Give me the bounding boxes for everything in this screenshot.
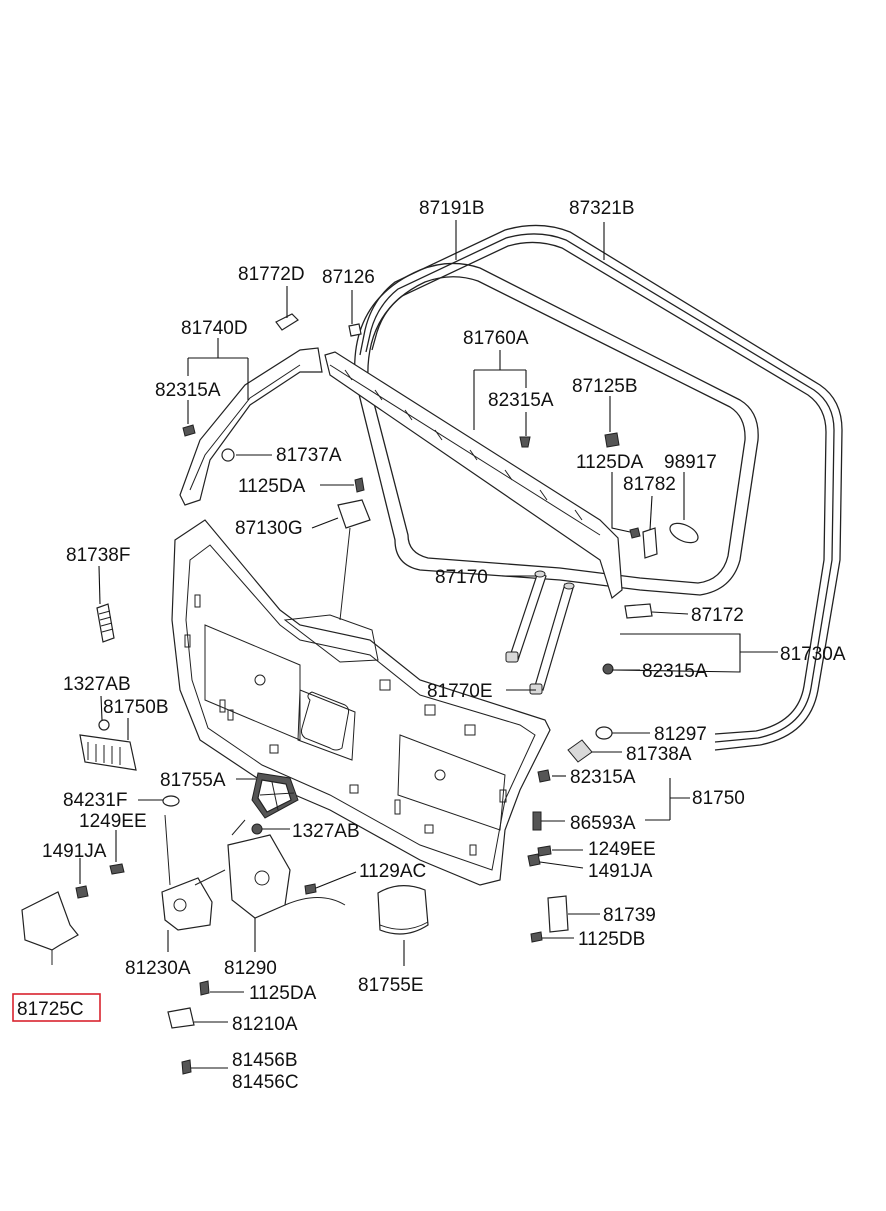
label-81737A[interactable]: 81737A — [276, 445, 342, 466]
weatherstrip-87321B — [359, 224, 843, 751]
label-84231F[interactable]: 84231F — [63, 790, 127, 811]
label-1491JA-left[interactable]: 1491JA — [42, 841, 107, 862]
label-1125DA-right[interactable]: 1125DA — [576, 452, 644, 473]
label-81750[interactable]: 81750 — [692, 788, 745, 809]
label-1327AB-left[interactable]: 1327AB — [63, 674, 131, 695]
label-82315A-left[interactable]: 82315A — [155, 380, 221, 401]
highlight-box-81725C — [12, 993, 101, 1022]
label-86593A[interactable]: 86593A — [570, 813, 636, 834]
gas-lifters-87170 — [505, 570, 575, 695]
label-1129AC[interactable]: 1129AC — [359, 861, 426, 882]
label-87125B[interactable]: 87125B — [572, 376, 638, 397]
hardware-parts — [21, 313, 699, 1075]
label-1491JA-right[interactable]: 1491JA — [588, 861, 653, 882]
label-1327AB-lock[interactable]: 1327AB — [292, 821, 360, 842]
label-81772D[interactable]: 81772D — [238, 264, 305, 285]
upper-garnish-81760A — [324, 351, 623, 600]
label-1125DA-lower[interactable]: 1125DA — [249, 983, 317, 1004]
label-82315A-right[interactable]: 82315A — [642, 661, 708, 682]
label-81738A[interactable]: 81738A — [626, 744, 692, 765]
label-81739[interactable]: 81739 — [603, 905, 656, 926]
leader-lines — [79, 220, 778, 1069]
label-81456C[interactable]: 81456C — [232, 1072, 299, 1093]
label-87321B[interactable]: 87321B — [569, 198, 635, 219]
glass-seal-87191B — [354, 262, 759, 596]
label-81770E[interactable]: 81770E — [427, 681, 493, 702]
label-81230A[interactable]: 81230A — [125, 958, 191, 979]
label-81760A[interactable]: 81760A — [463, 328, 529, 349]
label-87170[interactable]: 87170 — [435, 567, 488, 588]
label-82315A-center[interactable]: 82315A — [488, 390, 554, 411]
label-81738F[interactable]: 81738F — [66, 545, 130, 566]
label-1249EE-right[interactable]: 1249EE — [588, 839, 656, 860]
part-labels: 87191B 87321B 81772D 87126 81740D 81760A… — [12, 198, 846, 1093]
label-1125DA-top[interactable]: 1125DA — [238, 476, 306, 497]
label-81782[interactable]: 81782 — [623, 474, 676, 495]
side-garnish-81740D — [179, 347, 323, 506]
label-87130G[interactable]: 87130G — [235, 518, 303, 539]
label-81456B[interactable]: 81456B — [232, 1050, 298, 1071]
label-81725C[interactable]: 81725C — [17, 999, 84, 1020]
inner-trim-panel-81750 — [171, 519, 551, 886]
label-81210A[interactable]: 81210A — [232, 1014, 298, 1035]
label-1125DB[interactable]: 1125DB — [578, 929, 645, 950]
label-81740D[interactable]: 81740D — [181, 318, 248, 339]
label-81297[interactable]: 81297 — [654, 724, 707, 745]
label-81750B[interactable]: 81750B — [103, 697, 169, 718]
label-81730A[interactable]: 81730A — [780, 644, 846, 665]
label-87191B[interactable]: 87191B — [419, 198, 485, 219]
label-81755E[interactable]: 81755E — [358, 975, 424, 996]
label-87126[interactable]: 87126 — [322, 267, 375, 288]
label-87172[interactable]: 87172 — [691, 605, 744, 626]
label-81290[interactable]: 81290 — [224, 958, 277, 979]
label-98917[interactable]: 98917 — [664, 452, 717, 473]
label-82315A-lower[interactable]: 82315A — [570, 767, 636, 788]
label-81755A[interactable]: 81755A — [160, 770, 226, 791]
label-1249EE-left[interactable]: 1249EE — [79, 811, 147, 832]
